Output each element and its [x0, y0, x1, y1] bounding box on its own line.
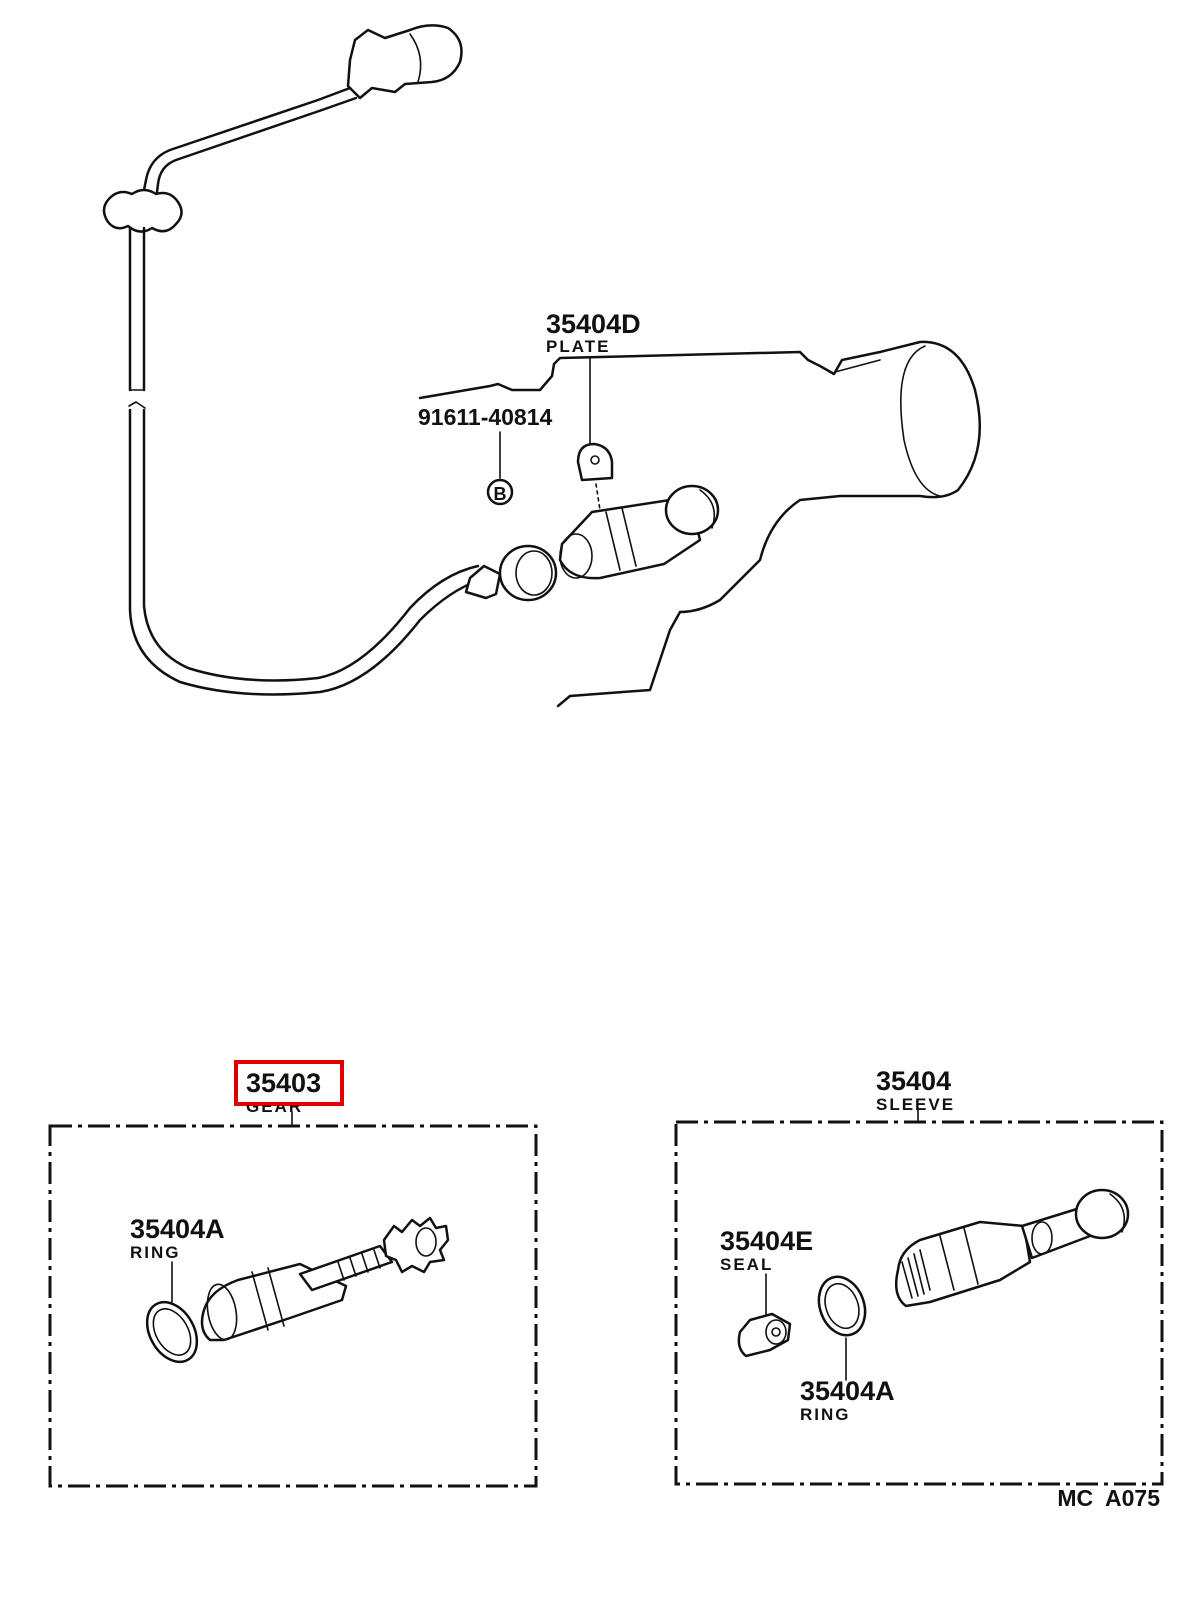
- gear-highlight-frame: [234, 1060, 344, 1106]
- sleeve-ring-part-number: 35404A: [800, 1376, 895, 1406]
- gear-o-ring: [145, 1300, 199, 1364]
- gear-ring-part-number: 35404A: [130, 1214, 225, 1244]
- installed-sleeve: [558, 484, 720, 580]
- sleeve-body: [895, 1188, 1130, 1308]
- gear-part-name: GEAR: [246, 1097, 303, 1116]
- plate-part-number: 35404D: [546, 309, 641, 339]
- sleeve-part-name: SLEEVE: [876, 1095, 955, 1114]
- gear-ring-part-name: RING: [130, 1243, 181, 1262]
- bolt-symbol: B: [486, 478, 514, 506]
- gear-shaft: [200, 1216, 450, 1342]
- sleeve-ring-part-name: RING: [800, 1405, 851, 1424]
- gear-assembly-box: [48, 1124, 538, 1488]
- seal-part-name: SEAL: [720, 1255, 773, 1274]
- sleeve-part-number: 35404: [876, 1066, 951, 1096]
- plate-part: [576, 442, 614, 482]
- oil-seal: [737, 1312, 792, 1358]
- transmission-housing: [418, 340, 981, 708]
- gear-part-number[interactable]: 35403: [246, 1068, 321, 1098]
- sleeve-o-ring: [817, 1275, 867, 1337]
- plate-sleeve-dash: [595, 483, 601, 511]
- speedometer-cable: [102, 24, 558, 696]
- sleeve-assembly-box: [674, 1120, 1164, 1486]
- plate-part-name: PLATE: [546, 337, 610, 356]
- diagram-reference-code: MC A075: [1057, 1485, 1160, 1511]
- bolt-part-number: 91611-40814: [418, 404, 553, 430]
- bolt-symbol-letter: B: [494, 484, 507, 504]
- seal-part-number: 35404E: [720, 1226, 813, 1256]
